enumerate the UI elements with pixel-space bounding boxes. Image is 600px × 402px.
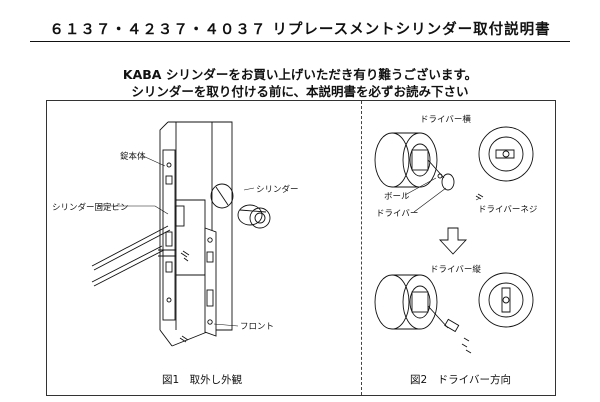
cylinder-side-bottom xyxy=(374,274,449,330)
front-plate-illustration xyxy=(204,227,217,337)
down-arrow xyxy=(438,227,468,255)
label-driver-horizontal: ドライバー横 xyxy=(420,115,471,125)
label-front: フロント xyxy=(240,322,275,332)
driver-parts-top xyxy=(437,173,484,200)
figure-divider xyxy=(361,101,362,395)
figure1-caption: 図1 取外し外観 xyxy=(162,374,243,386)
lock-body-illustration xyxy=(158,199,206,276)
label-fixing-pin: シリンダー固定ピン xyxy=(52,203,129,213)
cylinder-illustration-fig1 xyxy=(210,183,271,229)
label-driver-vertical: ドライバー縦 xyxy=(430,265,481,275)
keyhole-face-bottom xyxy=(478,272,534,328)
fixing-pins-illustration xyxy=(91,225,171,287)
figure-frame xyxy=(46,100,556,396)
label-driver-screw: ドライバーネジ xyxy=(478,205,538,215)
leaders-fig1 xyxy=(99,155,255,327)
door-edge-illustration xyxy=(159,121,233,347)
cylinder-side-top xyxy=(374,132,445,188)
label-lock-body: 錠本体 xyxy=(120,152,146,162)
screws-fig1 xyxy=(179,250,190,343)
intro-line-1: KABA シリンダーをお買い上げいただき有り難うございます。 xyxy=(122,67,478,82)
figure2-caption: 図2 ドライバー方向 xyxy=(410,374,511,386)
label-driver: ドライバー xyxy=(376,209,419,219)
label-cylinder: シリンダー xyxy=(256,185,299,195)
leaders-fig2 xyxy=(404,177,481,213)
label-ball: ボール xyxy=(384,192,410,202)
document-title: ６１３７・４２３７・４０３７ リプレースメントシリンダー取付説明書 xyxy=(30,18,570,42)
driver-parts-bottom xyxy=(444,318,472,354)
keyhole-face-top xyxy=(478,126,534,182)
intro-line-2: シリンダーを取り付ける前に、本説明書を必ずお読み下さい xyxy=(131,84,469,99)
